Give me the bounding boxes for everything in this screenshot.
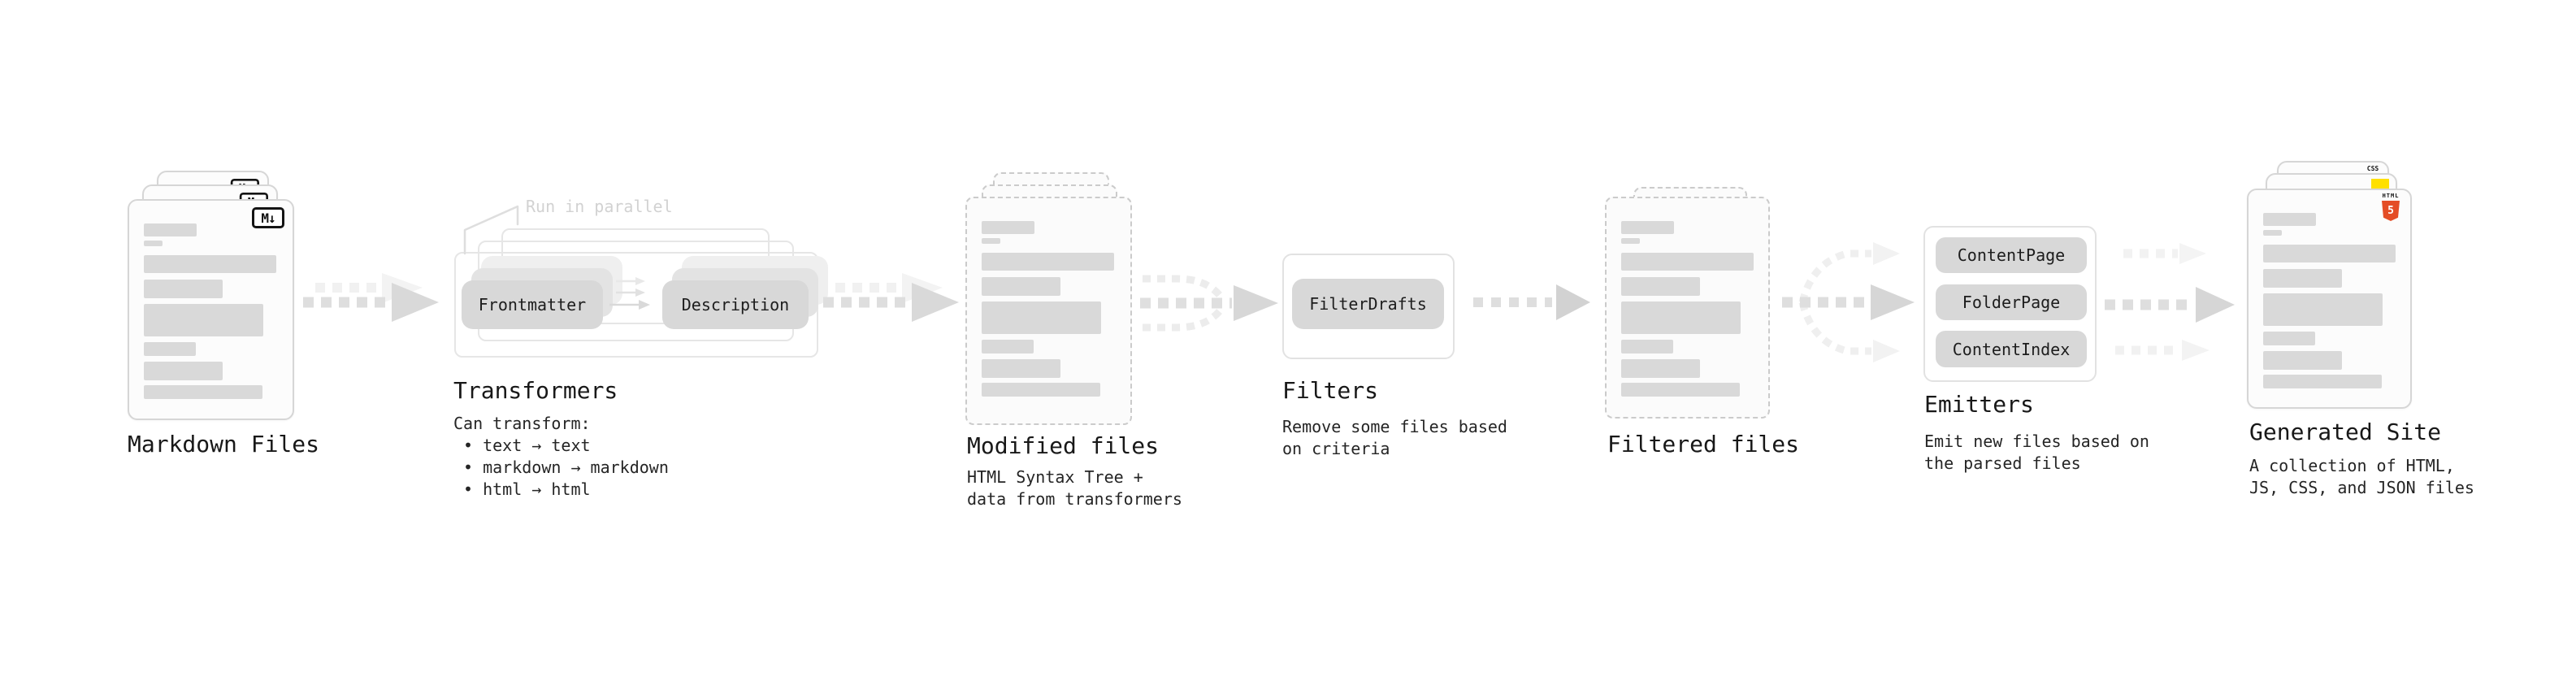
css-icon-label: CSS (2366, 165, 2379, 172)
text-placeholder (982, 301, 1101, 334)
text-placeholder (1621, 383, 1740, 397)
contentpage-pill: ContentPage (1936, 237, 2087, 273)
text-placeholder (982, 359, 1060, 378)
flow-arrow-3 (1473, 284, 1590, 320)
run-in-parallel-note: Run in parallel (526, 197, 673, 216)
text-placeholder (2263, 245, 2396, 262)
text-placeholder (2263, 332, 2315, 345)
text-placeholder (982, 340, 1034, 354)
text-placeholder (144, 255, 276, 273)
emitters-caption-line: Emit new files based on (1924, 432, 2149, 451)
text-placeholder (2263, 269, 2342, 288)
text-placeholder (982, 221, 1034, 234)
text-placeholder (982, 238, 1000, 244)
text-placeholder (144, 223, 197, 236)
generated-caption-line: A collection of HTML, (2249, 456, 2455, 475)
stage-label-modified: Modified files (967, 432, 1160, 459)
text-placeholder (1621, 221, 1674, 234)
flow-arrow-parallel (2105, 243, 2235, 361)
folderpage-pill: FolderPage (1936, 284, 2087, 320)
text-placeholder (144, 241, 163, 246)
text-placeholder (2263, 230, 2282, 236)
transformer-parallel-arrows (609, 277, 650, 310)
run-in-parallel-leader-line (463, 205, 519, 255)
html5-icon-label: HTML (2382, 193, 2400, 199)
text-placeholder (2263, 293, 2383, 326)
filtered-file-card-front (1605, 197, 1770, 419)
flow-arrow-1 (303, 273, 439, 322)
text-placeholder (2263, 351, 2342, 370)
generated-caption-line: JS, CSS, and JSON files (2249, 478, 2474, 497)
text-placeholder (144, 304, 263, 336)
stage-label-markdown: Markdown Files (128, 431, 320, 458)
markdown-file-card-front: M↓ (128, 199, 294, 420)
text-placeholder (1621, 340, 1673, 354)
html5-icon-shield: 5 (2382, 201, 2400, 221)
text-placeholder (144, 342, 196, 356)
text-placeholder (1621, 277, 1700, 296)
filters-caption-line: Remove some files based (1282, 417, 1507, 436)
text-placeholder (982, 277, 1060, 296)
text-placeholder (2263, 375, 2382, 388)
filters-caption-line: on criteria (1282, 439, 1390, 458)
description-pill: Description (662, 280, 809, 329)
emitters-caption-line: the parsed files (1924, 453, 2081, 473)
html5-icon: HTML 5 (2380, 193, 2401, 221)
text-placeholder (144, 280, 223, 298)
text-placeholder (1621, 253, 1754, 271)
transformers-bullet: • markdown → markdown (463, 458, 669, 477)
flow-arrow-2 (823, 273, 959, 322)
filterdrafts-pill: FilterDrafts (1292, 279, 1444, 329)
stage-label-emitters: Emitters (1924, 391, 2034, 418)
text-placeholder (982, 383, 1100, 397)
text-placeholder (144, 362, 223, 380)
flow-arrow-merge (1140, 275, 1278, 332)
html5-icon-number: 5 (2387, 205, 2394, 217)
markdown-icon: M↓ (252, 207, 284, 228)
transformers-caption-title: Can transform: (453, 414, 591, 433)
modified-caption-line: HTML Syntax Tree + (967, 467, 1143, 487)
frontmatter-pill: Frontmatter (462, 280, 603, 329)
modified-caption-line: data from transformers (967, 489, 1182, 509)
stage-label-filtered: Filtered files (1607, 431, 1800, 458)
contentindex-pill: ContentIndex (1936, 331, 2087, 367)
text-placeholder (1621, 359, 1700, 378)
text-placeholder (144, 385, 262, 399)
stage-label-filters: Filters (1282, 377, 1379, 404)
text-placeholder (1621, 301, 1741, 334)
modified-file-card-front (965, 197, 1132, 425)
stage-label-transformers: Transformers (453, 377, 618, 404)
transformers-bullet: • text → text (463, 436, 591, 455)
text-placeholder (1621, 238, 1640, 244)
text-placeholder (2263, 213, 2316, 226)
stage-label-generated: Generated Site (2249, 419, 2442, 445)
generated-file-card-front: HTML 5 (2247, 189, 2412, 409)
flow-arrow-fanout (1782, 242, 1915, 362)
transformers-bullet: • html → html (463, 479, 591, 499)
text-placeholder (982, 253, 1114, 271)
javascript-icon (2371, 179, 2389, 189)
